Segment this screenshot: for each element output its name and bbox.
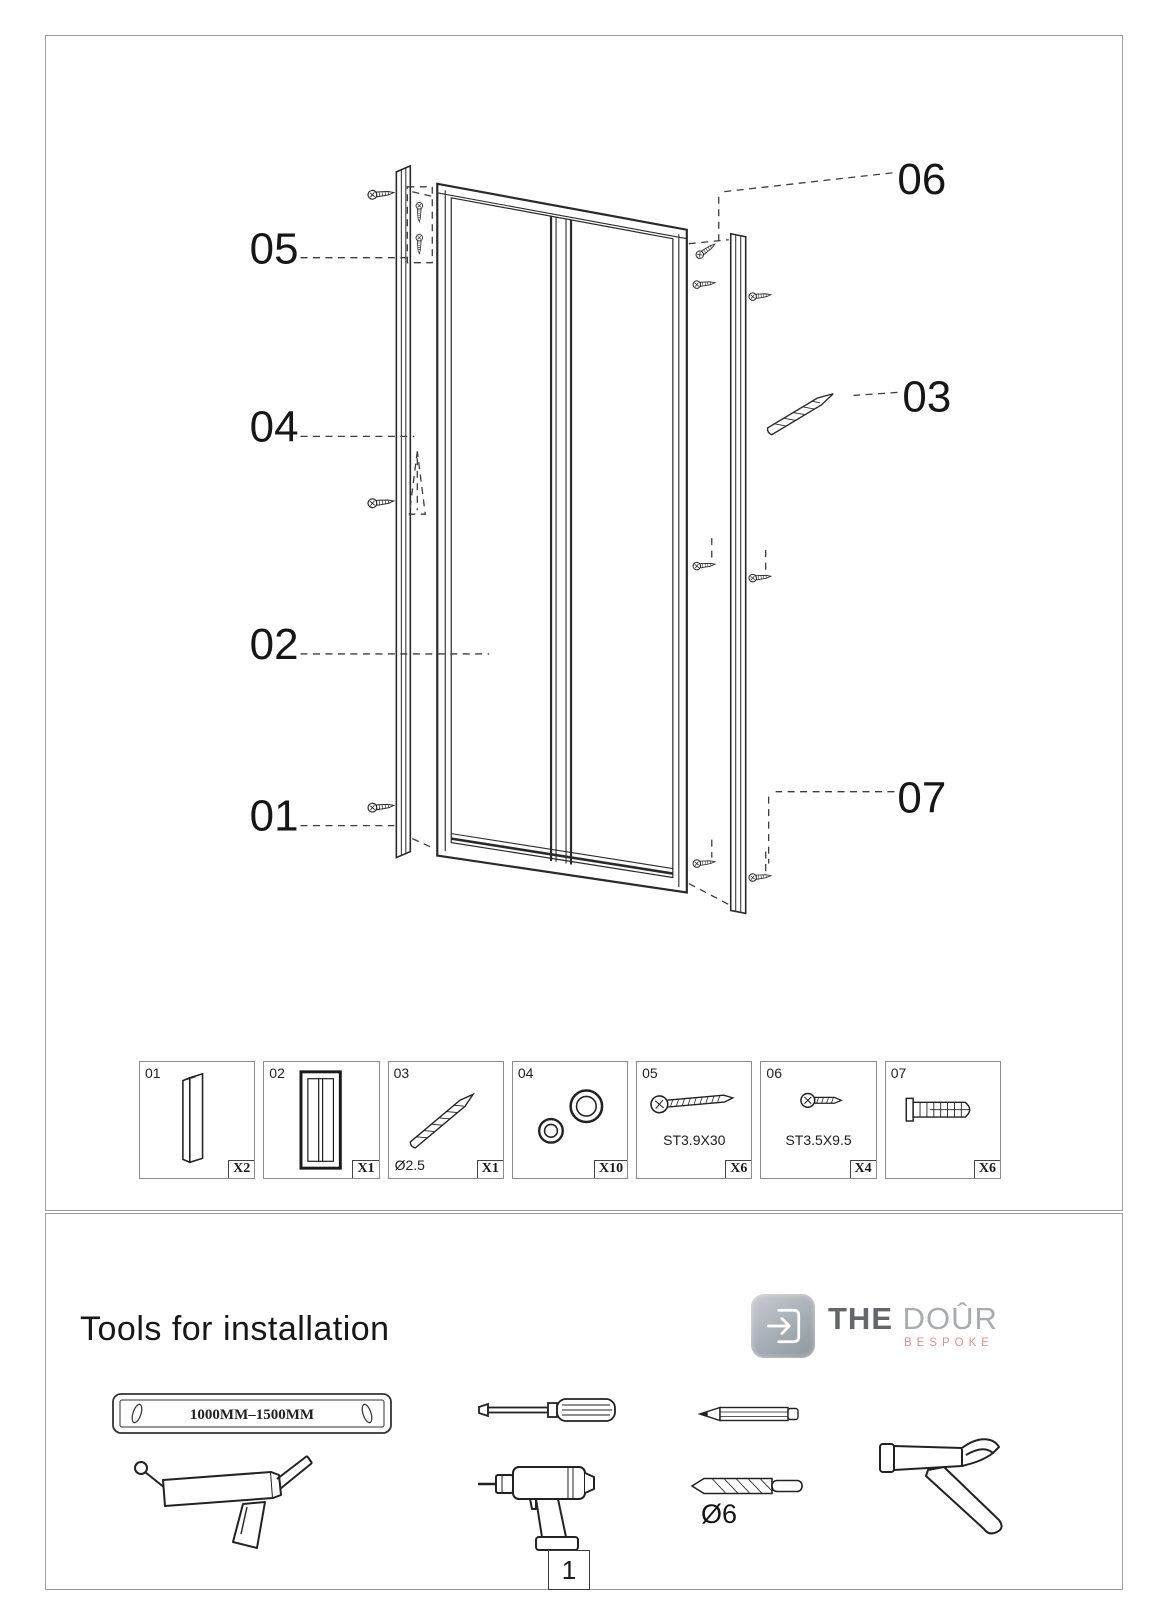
drill-bit-tool-icon xyxy=(690,1477,803,1495)
brand-name-bold: THE xyxy=(828,1301,893,1336)
part-qty: X6 xyxy=(725,1160,752,1178)
drill-bit-graphic xyxy=(766,393,834,436)
part-box-06: 06 ST3.5X9.5 X4 xyxy=(760,1061,877,1179)
screw-small-icon xyxy=(800,1092,844,1108)
part-note: ST3.5X9.5 xyxy=(785,1132,852,1148)
part-box-04: 04 X10 xyxy=(511,1061,629,1179)
part-box-02: 02 X1 xyxy=(263,1061,380,1179)
part-number: 01 xyxy=(145,1065,161,1081)
page-number-value: 1 xyxy=(561,1554,577,1585)
callout-06: 06 xyxy=(897,155,946,204)
callout-01: 01 xyxy=(250,792,299,841)
left-screws xyxy=(366,187,395,814)
part-box-05: 05 ST3.9X30 X6 xyxy=(636,1061,753,1179)
assembly-guides xyxy=(412,191,767,906)
door-icon xyxy=(766,1308,801,1344)
wall-profile-icon xyxy=(182,1072,204,1164)
drill-bit-diameter-label: Ø6 xyxy=(701,1499,738,1529)
door-assembly xyxy=(436,182,688,894)
part-qty: X1 xyxy=(476,1160,503,1178)
parts-list: 01 X2 02 xyxy=(139,1061,1001,1179)
page-number: 1 xyxy=(548,1550,590,1590)
screwdriver-icon xyxy=(478,1398,616,1422)
part-number: 04 xyxy=(517,1065,534,1081)
brand-name-light: DOÛR xyxy=(902,1301,998,1336)
part-box-07: 07 X6 xyxy=(884,1061,1001,1179)
part-number: 05 xyxy=(642,1065,658,1081)
part-note: Ø2.5 xyxy=(394,1157,425,1173)
callout-02: 02 xyxy=(250,620,299,669)
diagram-panel: 05 04 02 01 06 03 07 01 X2 xyxy=(45,35,1123,1211)
part-qty: X4 xyxy=(849,1160,876,1178)
callout-leaders xyxy=(300,172,898,864)
left-wall-profile xyxy=(395,164,412,859)
callout-07: 07 xyxy=(897,774,946,823)
callout-05: 05 xyxy=(250,225,299,274)
part-box-01: 01 X2 xyxy=(139,1061,256,1179)
power-drill-icon xyxy=(478,1466,595,1551)
part-qty: X2 xyxy=(228,1160,255,1178)
wall-plug-icon xyxy=(905,1097,971,1122)
callout-04: 04 xyxy=(250,402,299,451)
brand-logo-icon xyxy=(751,1294,815,1358)
part-box-03: 03 Ø2.5 X1 xyxy=(387,1061,504,1179)
spirit-level-icon: 1000MM–1500MM xyxy=(112,1393,392,1434)
pencil-icon xyxy=(697,1406,799,1422)
rollers-icon xyxy=(537,1089,604,1144)
door-frame-icon xyxy=(299,1070,343,1170)
tools-panel: Tools for installation THE DOÛR BESPOKE xyxy=(45,1213,1123,1590)
level-range-label: 1000MM–1500MM xyxy=(190,1407,314,1423)
hammer-icon xyxy=(879,1438,1003,1535)
seal-strip-marker xyxy=(408,451,427,515)
screw-large-icon xyxy=(650,1094,735,1114)
brand-tagline: BESPOKE xyxy=(904,1337,994,1349)
caulk-gun-icon xyxy=(134,1455,313,1549)
brand-logo: THE DOÛR BESPOKE xyxy=(751,1294,998,1358)
part-number: 02 xyxy=(269,1065,285,1081)
tools-title: Tools for installation xyxy=(80,1310,390,1348)
callout-03: 03 xyxy=(902,372,951,421)
part-qty: X10 xyxy=(594,1160,628,1178)
right-wall-profile xyxy=(729,232,747,915)
part-number: 03 xyxy=(393,1065,410,1081)
part-number: 07 xyxy=(890,1065,907,1081)
drill-bit-icon xyxy=(409,1092,475,1149)
exploded-diagram: 05 04 02 01 06 03 07 xyxy=(250,155,951,915)
part-qty: X1 xyxy=(352,1160,379,1178)
screw-detail-box xyxy=(406,186,433,264)
part-number: 06 xyxy=(766,1065,782,1081)
brand-logo-text: THE DOÛR BESPOKE xyxy=(828,1303,998,1349)
part-note: ST3.9X30 xyxy=(663,1132,726,1148)
part-qty: X6 xyxy=(973,1160,1000,1178)
